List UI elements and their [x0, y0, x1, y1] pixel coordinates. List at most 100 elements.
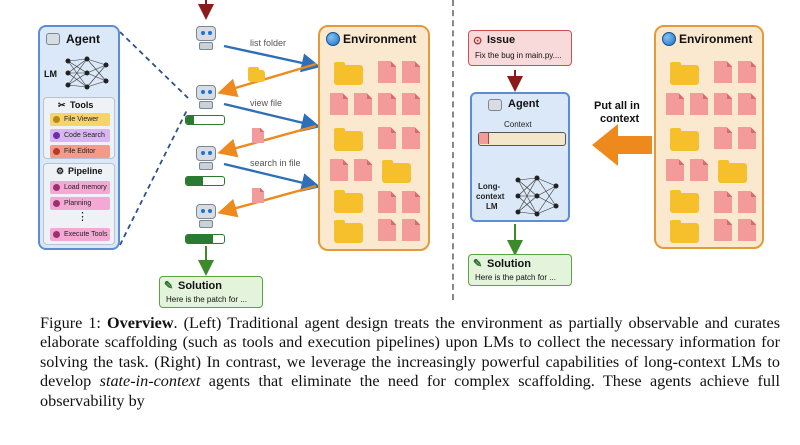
put-all-label-2: context — [600, 113, 640, 125]
agent-robot-icon — [488, 99, 502, 111]
observation-file-icon — [252, 188, 264, 203]
memory-icon — [53, 184, 60, 191]
tools-icon: ✂ — [58, 100, 66, 110]
file-icon — [738, 93, 756, 115]
lm-label: LM — [44, 69, 57, 79]
environment-panel-left: Environment — [318, 25, 430, 251]
pipeline-planning: Planning — [50, 197, 110, 210]
file-icon — [378, 191, 396, 213]
file-editor-icon — [53, 148, 60, 155]
obs-arrow-3 — [217, 184, 317, 218]
folder-icon — [670, 190, 699, 213]
folder-icon — [334, 62, 363, 85]
robot-step-1 — [196, 26, 218, 52]
environment-header: Environment — [662, 32, 752, 46]
file-icon — [714, 219, 732, 241]
file-icon — [330, 93, 348, 115]
file-icon — [666, 93, 684, 115]
file-icon — [354, 159, 372, 181]
file-icon — [738, 61, 756, 83]
action-label-search-in-file: search in file — [250, 158, 301, 168]
solution-box-right: ✎ Solution Here is the patch for ... — [468, 254, 572, 286]
obs-arrow-2 — [217, 124, 317, 158]
dashed-link-bottom — [119, 107, 189, 246]
figure-caption: Figure 1: Overview. (Left) Traditional a… — [40, 314, 780, 411]
solution-title: Solution — [178, 280, 222, 292]
obs-arrow-1 — [217, 62, 317, 98]
caption-italic: state-in-context — [99, 372, 201, 391]
dashed-link-top — [119, 31, 189, 99]
caption-part2: agents that eliminate the need for compl… — [40, 372, 780, 410]
agent-title: Agent — [508, 98, 540, 110]
context-label: Context — [504, 120, 532, 129]
neural-network-icon — [65, 56, 109, 90]
pipeline-icon: ⚙ — [56, 166, 65, 176]
file-icon — [402, 93, 420, 115]
solution-text: Here is the patch for ... — [475, 273, 556, 282]
lclm-label-1: Long- — [478, 182, 501, 191]
folder-icon — [670, 62, 699, 85]
lclm-label-2: context — [476, 192, 505, 201]
action-arrow-search — [223, 162, 321, 192]
caption-bold: Overview — [107, 314, 174, 332]
caption-prefix: Figure 1: — [40, 314, 108, 332]
robot-icon — [196, 146, 216, 161]
execute-icon — [53, 231, 60, 238]
tools-title: Tools — [70, 100, 94, 110]
file-icon — [666, 159, 684, 181]
tools-box: ✂ Tools File Viewer Code Search File Edi… — [43, 97, 115, 159]
solution-box-left: ✎ Solution Here is the patch for ... — [159, 276, 263, 308]
neural-network-icon — [515, 175, 559, 217]
action-label-list-folder: list folder — [250, 38, 287, 48]
agent-panel: Agent LM ✂ Tools File Viewer Code Search… — [38, 25, 120, 250]
file-icon — [738, 191, 756, 213]
robot-step-2 — [196, 85, 218, 111]
robot-step-3 — [196, 146, 218, 172]
robot-icon — [196, 26, 216, 41]
pipeline-box: ⚙ Pipeline Load memory Planning ⋮ Execut… — [43, 163, 115, 245]
file-icon — [378, 219, 396, 241]
tool-code-search: Code Search — [50, 129, 110, 142]
robot-icon — [196, 204, 216, 219]
file-icon — [354, 93, 372, 115]
issue-box: ⊙ Issue Fix the bug in main.py.... — [468, 30, 572, 66]
file-icon — [714, 93, 732, 115]
file-icon — [402, 61, 420, 83]
observation-folder-icon — [248, 67, 265, 82]
folder-icon — [670, 128, 699, 151]
observation-file-icon — [252, 128, 264, 143]
file-icon — [330, 159, 348, 181]
file-viewer-icon — [53, 116, 60, 123]
globe-icon — [662, 32, 676, 46]
file-icon — [402, 191, 420, 213]
environment-header: Environment — [326, 32, 416, 46]
folder-icon — [718, 160, 747, 183]
file-icon — [402, 219, 420, 241]
folder-icon — [334, 190, 363, 213]
context-bar-1 — [185, 115, 225, 125]
pipeline-title: Pipeline — [68, 166, 103, 176]
tool-file-viewer: File Viewer — [50, 113, 110, 126]
issue-icon: ⊙ — [473, 35, 483, 47]
folder-icon — [670, 220, 699, 243]
context-bar-2 — [185, 176, 225, 186]
file-icon — [738, 127, 756, 149]
context-bar — [478, 132, 566, 146]
solution-icon: ✎ — [473, 258, 483, 270]
pipeline-load-memory: Load memory — [50, 181, 110, 194]
file-icon — [402, 127, 420, 149]
pipeline-ellipsis: ⋮ — [77, 211, 88, 223]
file-icon — [690, 93, 708, 115]
file-icon — [714, 191, 732, 213]
lclm-label-3: LM — [486, 202, 498, 211]
solution-icon: ✎ — [164, 280, 174, 292]
solution-title: Solution — [487, 258, 531, 270]
agent-title: Agent — [66, 32, 100, 46]
action-label-view-file: view file — [250, 98, 283, 108]
file-icon — [378, 93, 396, 115]
tool-file-editor: File Editor — [50, 145, 110, 158]
context-bar-3 — [185, 234, 225, 244]
file-icon — [378, 127, 396, 149]
environment-panel-right: Environment — [654, 25, 764, 249]
file-icon — [714, 127, 732, 149]
